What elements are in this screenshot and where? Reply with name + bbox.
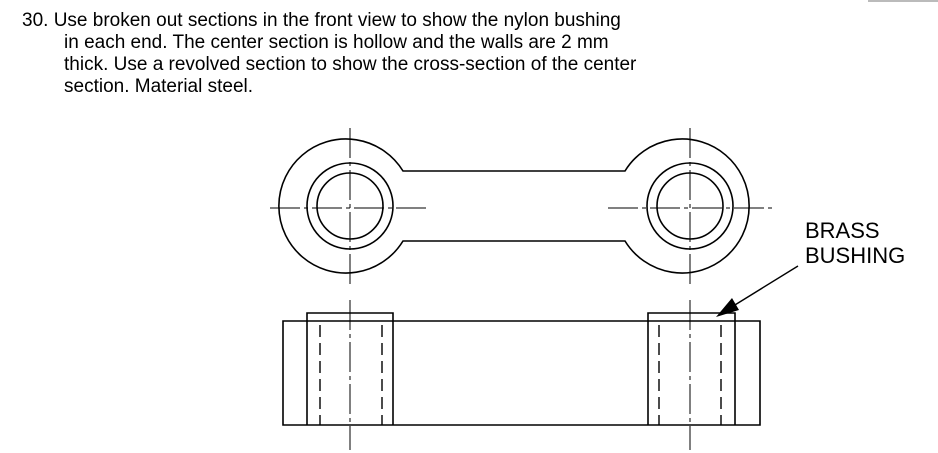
- callout-leader: [716, 265, 799, 317]
- front-view: [282, 312, 761, 426]
- callout-label-line-1: BRASS: [805, 218, 880, 243]
- problem-statement: 30. Use broken out sections in the front…: [22, 10, 822, 98]
- leader-arrowhead: [716, 298, 739, 317]
- problem-line-2: in each end. The center section is hollo…: [64, 32, 609, 53]
- hidden-lines: [319, 325, 722, 425]
- front-view-outline: [282, 312, 761, 426]
- top-edge-rule: [868, 0, 938, 2]
- top-view-outline: [278, 138, 750, 274]
- problem-line-1: 30. Use broken out sections in the front…: [22, 10, 621, 31]
- callout-label-line-2: BUSHING: [805, 243, 906, 268]
- centerlines: [270, 128, 772, 450]
- problem-line-3: thick. Use a revolved section to show th…: [64, 54, 637, 75]
- problem-line-4: section. Material steel.: [64, 76, 254, 97]
- leader-line: [729, 265, 799, 309]
- top-view: [278, 138, 750, 274]
